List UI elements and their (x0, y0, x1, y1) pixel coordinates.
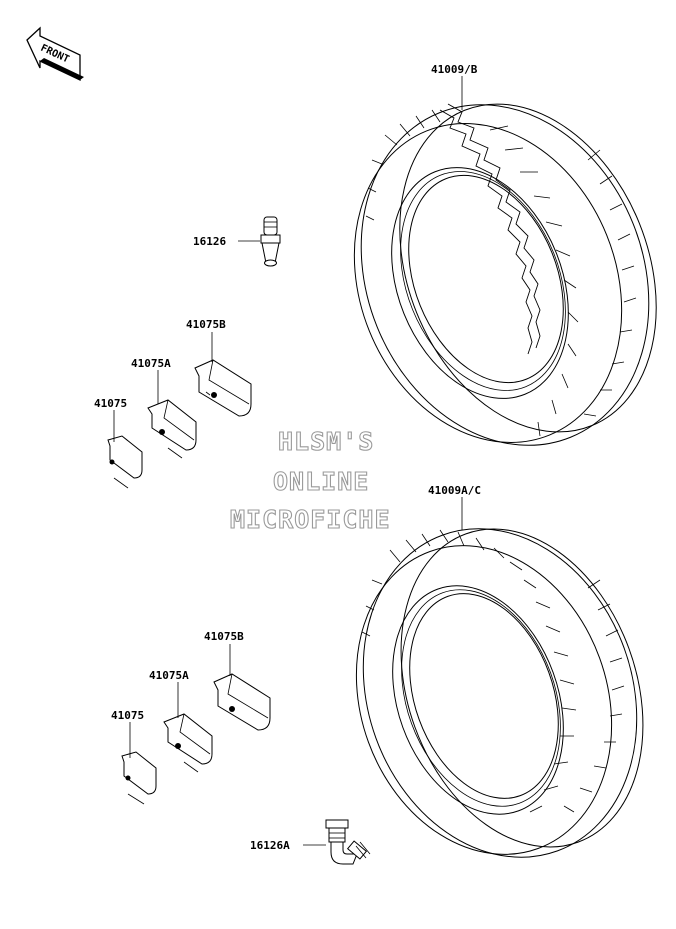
part-label-tire-rear: 41009/B (431, 63, 478, 76)
tire-front-icon (355, 528, 644, 858)
straight-valve-icon (260, 216, 281, 267)
balance-weight-icon (107, 359, 252, 489)
part-label-weight-b-upper: 41075B (186, 318, 226, 331)
part-label-tire-front: 41009A/C (428, 484, 481, 497)
balance-weight-icon (121, 673, 271, 805)
part-label-weight-lower: 41075 (111, 709, 144, 722)
part-label-weight-a-lower: 41075A (149, 669, 189, 682)
part-label-weight-upper: 41075 (94, 397, 127, 410)
watermark: HLSM'S ONLINE MICROFICHE (229, 426, 391, 534)
part-label-valve-upper: 16126 (193, 235, 226, 248)
front-direction-arrow-icon: FRONT (26, 26, 84, 82)
angled-valve-icon (325, 819, 371, 865)
part-label-valve-lower: 16126A (250, 839, 290, 852)
part-label-weight-b-lower: 41075B (204, 630, 244, 643)
watermark-line3: MICROFICHE (230, 505, 391, 534)
tire-rear-icon (353, 103, 657, 446)
watermark-line2: ONLINE (273, 467, 369, 496)
watermark-line1: HLSM'S (278, 427, 374, 456)
part-label-weight-a-upper: 41075A (131, 357, 171, 370)
